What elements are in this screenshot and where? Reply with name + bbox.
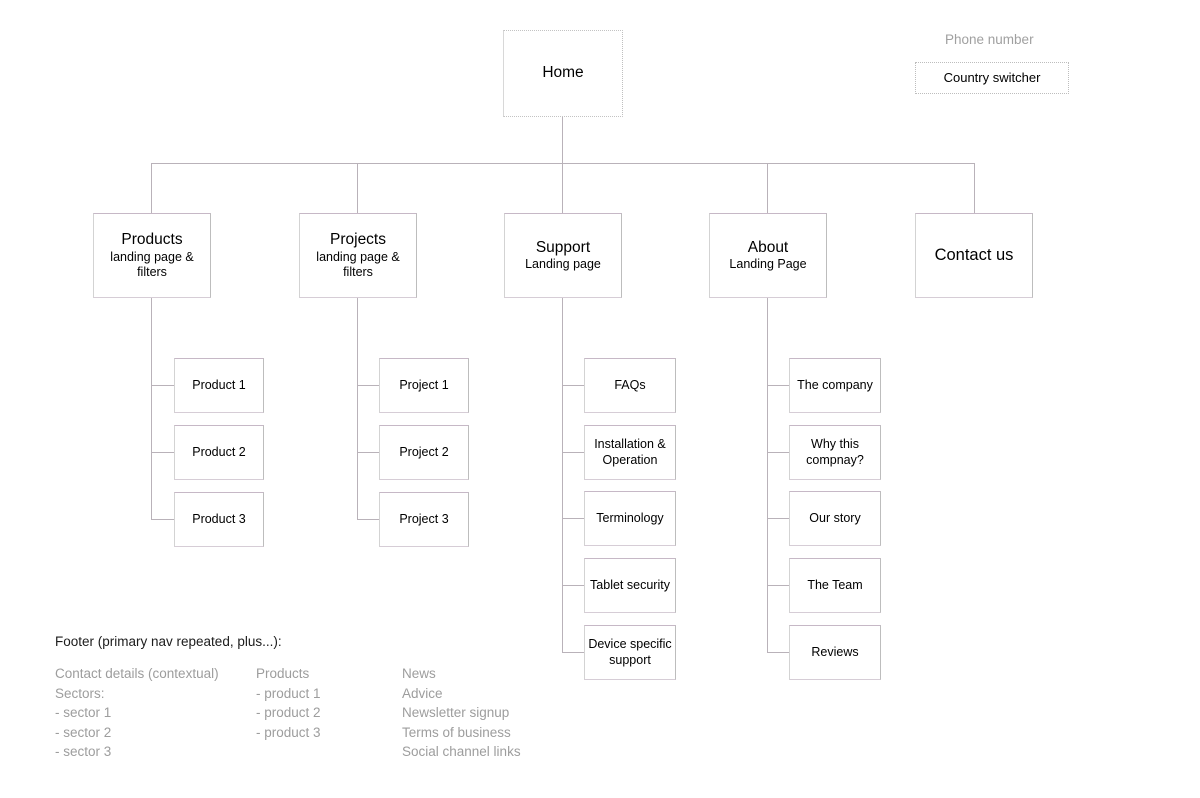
footer-item: - sector 1 <box>55 705 112 721</box>
node-product-3-label: Product 3 <box>192 511 246 526</box>
node-project-2[interactable]: Project 2 <box>379 425 469 480</box>
footer-item: Newsletter signup <box>402 705 510 721</box>
footer-column-3: News Advice Newsletter signup Terms of b… <box>402 664 521 762</box>
connector-about-stub-2 <box>767 452 789 453</box>
node-device-specific-support[interactable]: Device specific support <box>584 625 676 680</box>
connector-bus-to-products <box>151 163 152 213</box>
footer-column-1: Contact details (contextual) Sectors: - … <box>55 664 219 762</box>
country-switcher-box[interactable]: Country switcher <box>915 62 1069 94</box>
connector-bus-to-contact <box>974 163 975 213</box>
connector-home-to-bus <box>562 117 563 163</box>
footer-item: - product 2 <box>256 705 321 721</box>
footer-item: News <box>402 666 436 681</box>
footer-item: Terms of business <box>402 724 511 740</box>
node-products-subtitle: landing page & filters <box>110 249 194 279</box>
footer-item: - product 3 <box>256 724 321 740</box>
node-faqs-label: FAQs <box>614 377 646 392</box>
connector-support-stub-2 <box>562 452 584 453</box>
node-product-1-label: Product 1 <box>192 377 246 392</box>
node-tablet-security-label: Tablet security <box>590 577 670 592</box>
node-projects[interactable]: Projects landing page & filters <box>299 213 417 298</box>
node-projects-subtitle: landing page & filters <box>316 249 400 279</box>
node-product-2[interactable]: Product 2 <box>174 425 264 480</box>
node-about-subtitle: Landing Page <box>729 257 807 272</box>
connector-about-stub-4 <box>767 585 789 586</box>
node-installation-operation[interactable]: Installation & Operation <box>584 425 676 480</box>
connector-bus-to-projects <box>357 163 358 213</box>
footer-item: - product 1 <box>256 685 321 701</box>
connector-about-spine <box>767 298 768 652</box>
node-tablet-security[interactable]: Tablet security <box>584 558 676 613</box>
node-project-1-label: Project 1 <box>399 377 449 392</box>
node-the-company-label: The company <box>797 377 873 392</box>
footer-heading: Footer (primary nav repeated, plus...): <box>55 634 282 649</box>
connector-support-stub-1 <box>562 385 584 386</box>
node-project-2-label: Project 2 <box>399 444 449 459</box>
connector-about-stub-5 <box>767 652 789 653</box>
node-products-title: Products <box>121 231 183 249</box>
node-about[interactable]: About Landing Page <box>709 213 827 298</box>
footer-item: Contact details (contextual) <box>55 666 219 681</box>
footer-item: - sector 2 <box>55 724 112 740</box>
connector-products-stub-3 <box>151 519 174 520</box>
footer-item: Products <box>256 666 310 681</box>
connector-products-spine <box>151 298 152 519</box>
footer-item: Advice <box>402 685 443 701</box>
connector-about-stub-3 <box>767 518 789 519</box>
footer-item: Sectors: <box>55 685 105 701</box>
connector-bus-to-support <box>562 163 563 213</box>
node-support-subtitle: Landing page <box>525 257 601 272</box>
node-product-1[interactable]: Product 1 <box>174 358 264 413</box>
node-terminology-label: Terminology <box>596 510 664 525</box>
node-projects-title: Projects <box>330 231 386 249</box>
node-product-2-label: Product 2 <box>192 444 246 459</box>
connector-projects-spine <box>357 298 358 519</box>
connector-products-stub-1 <box>151 385 174 386</box>
connector-products-stub-2 <box>151 452 174 453</box>
node-the-team[interactable]: The Team <box>789 558 881 613</box>
node-installation-operation-label: Installation & Operation <box>594 437 666 467</box>
node-the-team-label: The Team <box>807 577 863 592</box>
connector-support-stub-3 <box>562 518 584 519</box>
connector-primary-bus <box>151 163 975 164</box>
connector-support-spine <box>562 298 563 652</box>
connector-projects-stub-2 <box>357 452 380 453</box>
phone-number-label: Phone number <box>945 32 1034 47</box>
node-faqs[interactable]: FAQs <box>584 358 676 413</box>
node-project-3[interactable]: Project 3 <box>379 492 469 547</box>
footer-item: Social channel links <box>402 744 521 760</box>
node-our-story[interactable]: Our story <box>789 491 881 546</box>
node-home[interactable]: Home <box>503 30 623 117</box>
node-why-this-company-label: Why this compnay? <box>806 437 864 467</box>
connector-support-stub-4 <box>562 585 584 586</box>
node-our-story-label: Our story <box>809 510 861 525</box>
node-support-title: Support <box>535 238 591 256</box>
node-the-company[interactable]: The company <box>789 358 881 413</box>
node-device-specific-support-label: Device specific support <box>588 637 672 667</box>
footer-column-2: Products - product 1 - product 2 - produ… <box>256 664 321 742</box>
node-contact-us-label: Contact us <box>934 246 1014 265</box>
node-project-3-label: Project 3 <box>399 511 449 526</box>
node-contact-us[interactable]: Contact us <box>915 213 1033 298</box>
node-home-label: Home <box>542 64 584 82</box>
node-why-this-company[interactable]: Why this compnay? <box>789 425 881 480</box>
connector-bus-to-about <box>767 163 768 213</box>
node-reviews[interactable]: Reviews <box>789 625 881 680</box>
connector-support-stub-5 <box>562 652 584 653</box>
node-reviews-label: Reviews <box>811 644 859 659</box>
node-about-title: About <box>747 238 789 256</box>
connector-about-stub-1 <box>767 385 789 386</box>
footer-item: - sector 3 <box>55 744 112 760</box>
connector-projects-stub-1 <box>357 385 380 386</box>
node-project-1[interactable]: Project 1 <box>379 358 469 413</box>
country-switcher-label: Country switcher <box>943 70 1041 86</box>
node-product-3[interactable]: Product 3 <box>174 492 264 547</box>
node-products[interactable]: Products landing page & filters <box>93 213 211 298</box>
node-terminology[interactable]: Terminology <box>584 491 676 546</box>
connector-projects-stub-3 <box>357 519 380 520</box>
node-support[interactable]: Support Landing page <box>504 213 622 298</box>
